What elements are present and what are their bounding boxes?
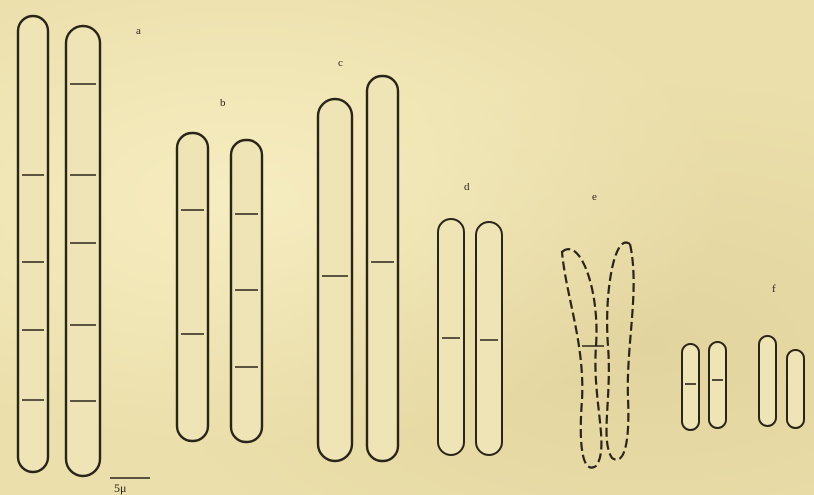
panel-label-b: b xyxy=(220,97,226,109)
panel-d: d xyxy=(438,181,502,455)
cell-c2 xyxy=(367,76,398,461)
panel-label-e: e xyxy=(592,191,597,203)
cell-f1 xyxy=(682,344,699,430)
cell-c1 xyxy=(318,99,352,461)
cell-f4 xyxy=(787,350,804,428)
panel-label-f: f xyxy=(772,283,776,295)
panel-label-a: a xyxy=(136,25,141,37)
cell-b2 xyxy=(231,140,262,442)
panel-b: b xyxy=(177,97,262,442)
cell-e1 xyxy=(562,249,601,467)
cell-d2 xyxy=(476,222,502,455)
cell-b1 xyxy=(177,133,208,441)
panel-label-c: c xyxy=(338,57,343,69)
cell-a2 xyxy=(66,26,100,476)
panel-a: a xyxy=(18,16,141,476)
cell-d1 xyxy=(438,219,464,455)
cell-e2 xyxy=(607,242,634,459)
panel-f: f xyxy=(682,283,804,430)
cell-f3 xyxy=(759,336,776,426)
scale-bar: 5μ xyxy=(110,478,150,495)
panel-label-d: d xyxy=(464,181,470,193)
panel-c: c xyxy=(318,57,398,461)
panel-e: e xyxy=(562,191,634,468)
cell-f2 xyxy=(709,342,726,428)
scale-bar-label: 5μ xyxy=(114,481,126,495)
cell-a1 xyxy=(18,16,48,472)
